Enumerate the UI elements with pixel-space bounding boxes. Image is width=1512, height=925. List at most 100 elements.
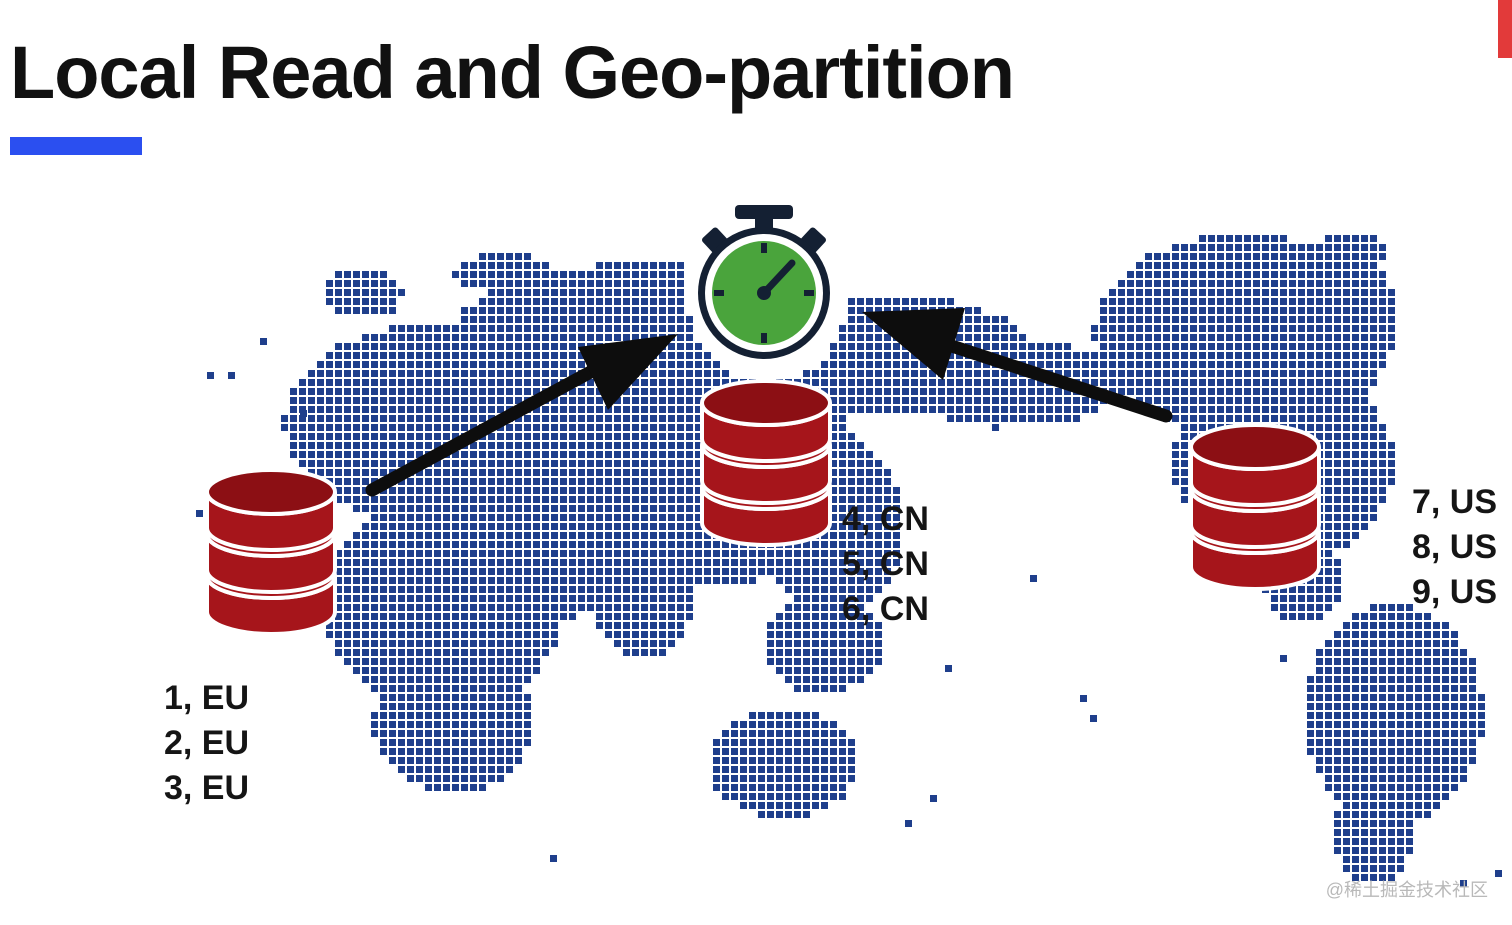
map-pixel [839, 433, 846, 440]
map-pixel [389, 577, 396, 584]
map-pixel [407, 658, 414, 665]
map-pixel [749, 748, 756, 755]
map-pixel [758, 748, 765, 755]
map-pixel [650, 568, 657, 575]
map-pixel [470, 514, 477, 521]
map-pixel [461, 487, 468, 494]
map-pixel [488, 370, 495, 377]
map-pixel [668, 496, 675, 503]
map-pixel [380, 685, 387, 692]
map-pixel [857, 361, 864, 368]
map-pixel [524, 280, 531, 287]
map-pixel [614, 316, 621, 323]
map-pixel [560, 361, 567, 368]
map-pixel [1397, 802, 1404, 809]
map-pixel [839, 631, 846, 638]
map-pixel [569, 424, 576, 431]
map-pixel [452, 667, 459, 674]
map-pixel [623, 631, 630, 638]
map-pixel [848, 541, 855, 548]
map-pixel [479, 631, 486, 638]
map-pixel [443, 523, 450, 530]
map-pixel [866, 460, 873, 467]
map-pixel [434, 739, 441, 746]
map-pixel [398, 748, 405, 755]
map-pixel [587, 334, 594, 341]
map-pixel [1109, 370, 1116, 377]
map-pixel [866, 568, 873, 575]
map-pixel [1001, 397, 1008, 404]
map-pixel [479, 613, 486, 620]
map-pixel [452, 766, 459, 773]
map-pixel [443, 325, 450, 332]
map-pixel [344, 271, 351, 278]
map-pixel [308, 451, 315, 458]
map-pixel [1244, 244, 1251, 251]
map-pixel [965, 379, 972, 386]
map-pixel [605, 613, 612, 620]
map-pixel [1091, 334, 1098, 341]
map-pixel [614, 622, 621, 629]
map-pixel [947, 370, 954, 377]
map-pixel [794, 541, 801, 548]
map-pixel [1163, 253, 1170, 260]
map-pixel [1325, 289, 1332, 296]
map-pixel [1190, 433, 1197, 440]
map-pixel [389, 307, 396, 314]
map-pixel [677, 289, 684, 296]
map-pixel [758, 739, 765, 746]
map-pixel [668, 415, 675, 422]
map-pixel [1289, 595, 1296, 602]
map-pixel [920, 406, 927, 413]
map-pixel [884, 397, 891, 404]
map-pixel [398, 379, 405, 386]
map-pixel [488, 334, 495, 341]
map-pixel [659, 280, 666, 287]
map-pixel [1424, 748, 1431, 755]
map-pixel [1244, 307, 1251, 314]
map-pixel [317, 451, 324, 458]
map-pixel [524, 262, 531, 269]
map-pixel [1280, 307, 1287, 314]
map-pixel [650, 505, 657, 512]
map-pixel [812, 631, 819, 638]
map-pixel [434, 568, 441, 575]
map-pixel [1046, 415, 1053, 422]
map-pixel [380, 649, 387, 656]
map-pixel [461, 541, 468, 548]
map-pixel [1001, 415, 1008, 422]
map-pixel [713, 559, 720, 566]
map-pixel [1334, 757, 1341, 764]
map-pixel [1415, 658, 1422, 665]
map-pixel [686, 415, 693, 422]
map-pixel [452, 370, 459, 377]
map-pixel [848, 595, 855, 602]
map-pixel [524, 253, 531, 260]
map-pixel [1019, 343, 1026, 350]
map-pixel [992, 388, 999, 395]
map-pixel [803, 550, 810, 557]
map-pixel [983, 334, 990, 341]
map-pixel [488, 775, 495, 782]
map-pixel [317, 397, 324, 404]
map-pixel [1379, 658, 1386, 665]
map-pixel [668, 523, 675, 530]
map-pixel [596, 307, 603, 314]
map-pixel [443, 505, 450, 512]
map-pixel [605, 469, 612, 476]
map-pixel [407, 685, 414, 692]
map-pixel [380, 712, 387, 719]
map-pixel [722, 370, 729, 377]
map-pixel [1343, 847, 1350, 854]
map-pixel [668, 442, 675, 449]
map-pixel [830, 640, 837, 647]
map-pixel [1208, 352, 1215, 359]
map-pixel [1388, 721, 1395, 728]
map-pixel [1298, 343, 1305, 350]
map-pixel [398, 658, 405, 665]
map-pixel [371, 280, 378, 287]
map-pixel [506, 631, 513, 638]
map-pixel [650, 280, 657, 287]
map-pixel [425, 550, 432, 557]
map-pixel [533, 433, 540, 440]
